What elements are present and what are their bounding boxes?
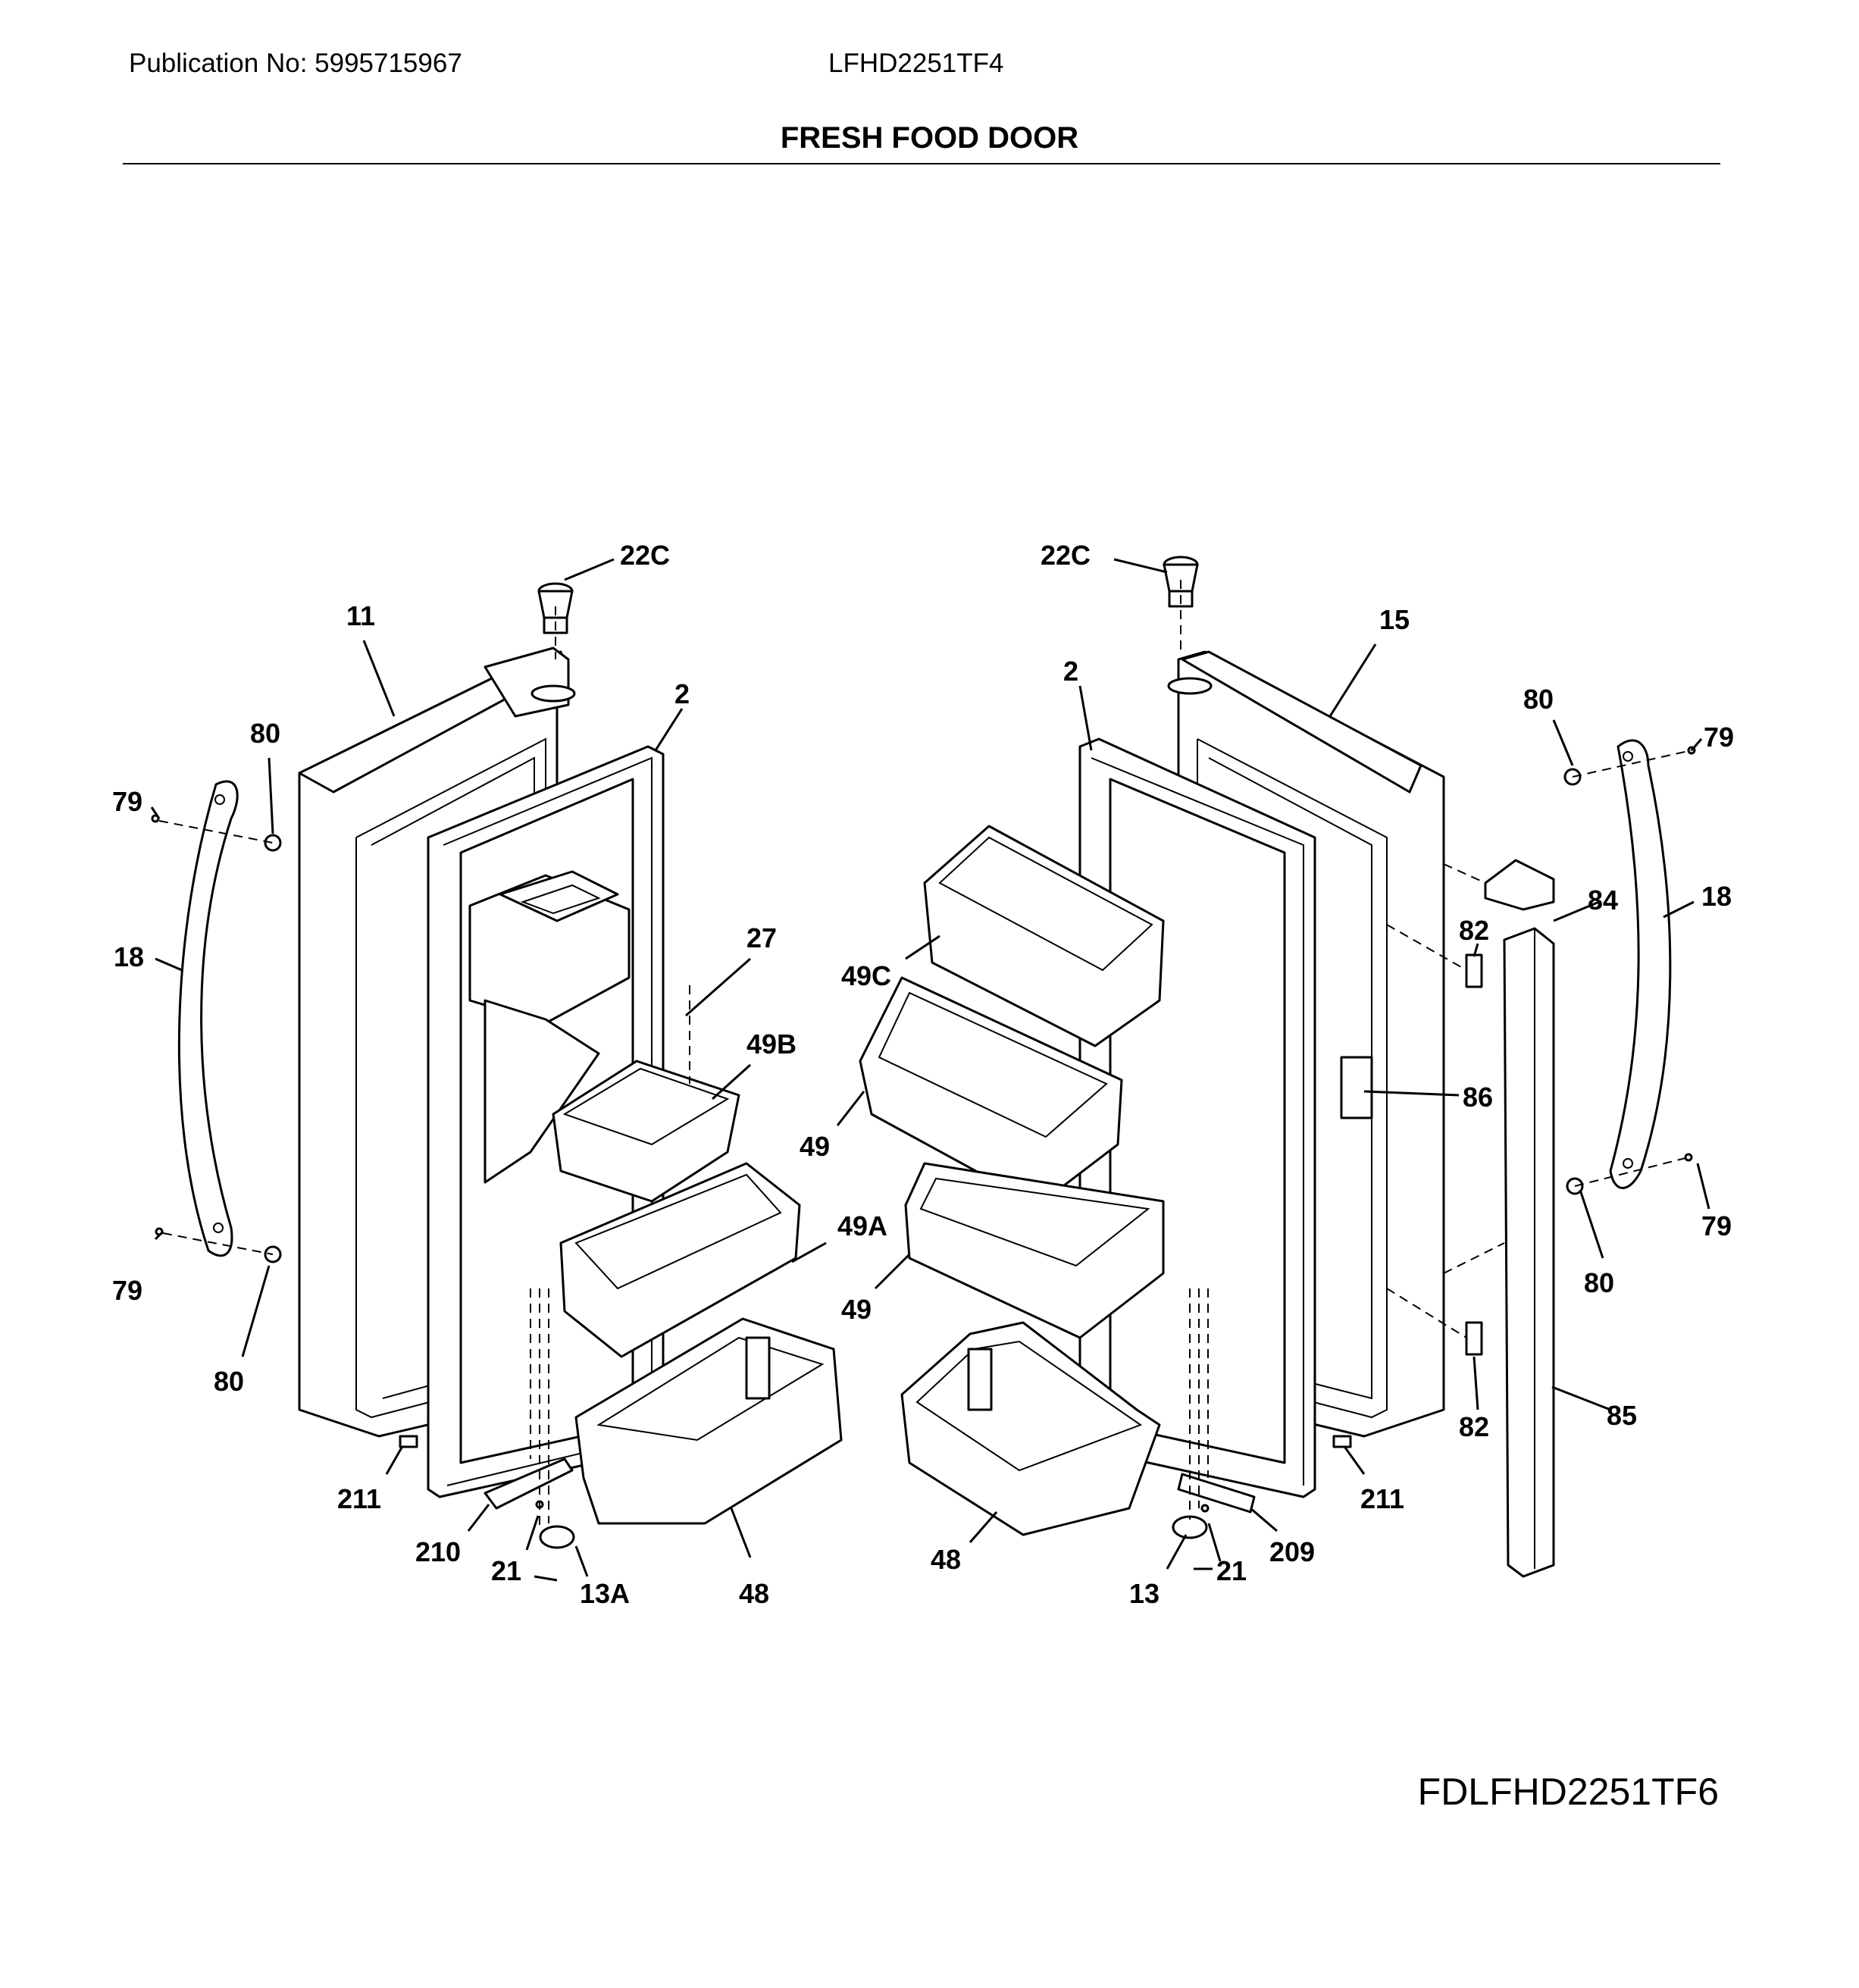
callout-18-right: 18 [1701,881,1732,912]
callout-49-lower: 49 [841,1294,872,1325]
callout-11: 11 [346,600,375,631]
callout-79-bottom-left: 79 [112,1275,142,1306]
callout-13a: 13A [580,1578,630,1609]
left-door-handle [177,780,239,1257]
callout-82-bottom: 82 [1459,1411,1489,1442]
right-door-bins [859,825,1165,1536]
callout-22c-right: 22C [1041,540,1091,571]
callout-15: 15 [1379,604,1410,635]
page-title: FRESH FOOD DOOR [780,121,1079,155]
callout-2-left: 2 [674,678,690,709]
callout-49-middle: 49 [800,1131,830,1162]
callout-209: 209 [1269,1536,1315,1567]
callout-13: 13 [1129,1578,1160,1609]
right-trim-strip [1503,927,1555,1578]
callout-211-left: 211 [337,1483,381,1514]
callout-49c: 49C [841,960,891,991]
callout-21-right: 21 [1216,1555,1247,1586]
callout-labels: 22C 11 2 80 79 18 27 49B 49A 79 80 211 2… [112,540,1734,1609]
header-divider [123,163,1720,164]
callout-48-right: 48 [931,1544,961,1575]
right-door-handle [1609,739,1672,1189]
callout-79-top-left: 79 [112,786,142,817]
callout-27: 27 [746,922,777,953]
leader-lines [150,558,1710,1582]
callout-84: 84 [1588,884,1618,916]
left-dispenser-chute [468,870,631,1184]
callout-49b: 49B [746,1028,796,1060]
callout-80-bottom-right: 80 [1584,1267,1614,1298]
callout-18-left: 18 [114,941,144,972]
callout-86: 86 [1463,1082,1493,1113]
callout-80-top-right: 80 [1523,684,1554,715]
right-small-hardware [1163,556,1696,1539]
callout-80-top-left: 80 [250,718,280,749]
model-number: LFHD2251TF4 [828,49,1004,78]
callout-49a: 49A [837,1210,887,1241]
callout-80-bottom-left: 80 [214,1366,244,1397]
left-door-bins [552,1060,843,1525]
callout-211-right: 211 [1360,1483,1404,1514]
callout-2-right: 2 [1063,656,1078,687]
callout-22c-left: 22C [620,540,670,571]
callout-21-left: 21 [491,1555,521,1586]
callout-48-left: 48 [739,1578,769,1609]
callout-79-bottom-right: 79 [1701,1210,1732,1241]
callout-82-top: 82 [1459,915,1489,946]
figure-code: FDLFHD2251TF6 [1417,1770,1719,1813]
publication-number: Publication No: 5995715967 [129,49,462,78]
callout-85: 85 [1607,1400,1637,1431]
callout-210: 210 [415,1536,461,1567]
callout-79-top-right: 79 [1704,722,1734,753]
